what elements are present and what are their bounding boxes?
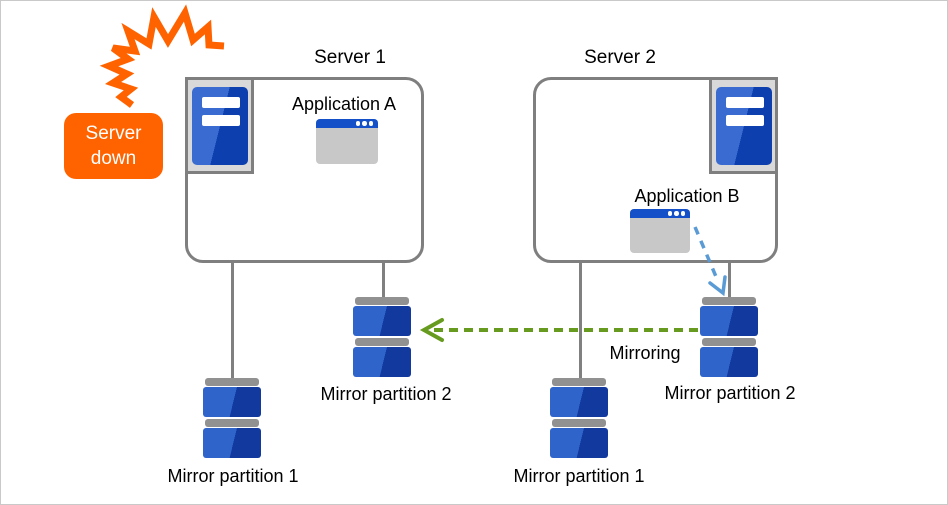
server1-tower-icon (185, 77, 254, 174)
server1-app-label: Application A (291, 94, 397, 114)
app-b-window-icon (630, 209, 690, 253)
mirroring-arrow (419, 318, 698, 342)
mirroring-label: Mirroring (609, 343, 681, 363)
server1-partition1-label: Mirror partition 1 (167, 466, 299, 486)
server2-partition2-label: Mirror partition 2 (664, 383, 796, 403)
server2-partition2-icon (700, 297, 758, 377)
server2-tower-icon (709, 77, 778, 174)
server-down-badge: Server down (64, 113, 163, 179)
server1-partition2-icon (353, 297, 411, 377)
server2-partition1-icon (550, 378, 608, 458)
server1-title: Server 1 (314, 47, 386, 68)
server2-title: Server 2 (584, 47, 656, 68)
server2-partition1-label: Mirror partition 1 (513, 466, 645, 486)
server1-partition2-label: Mirror partition 2 (320, 384, 452, 404)
server2-app-label: Application B (634, 186, 740, 206)
server-down-label: Server down (85, 123, 142, 169)
app-a-window-icon (316, 119, 378, 164)
server1-partition1-icon (203, 378, 261, 458)
